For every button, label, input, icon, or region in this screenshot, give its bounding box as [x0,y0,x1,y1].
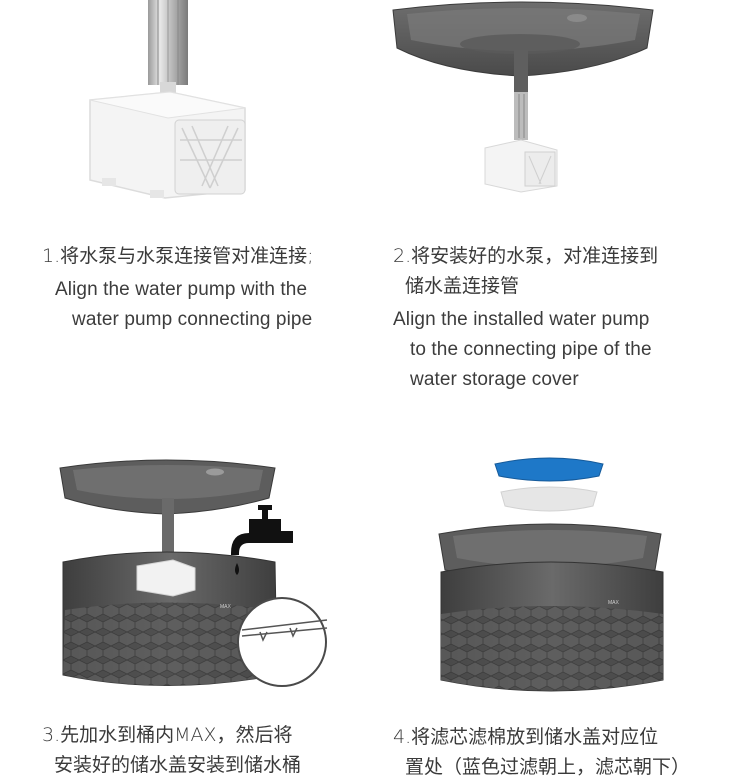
step2-zh-line2: 储水盖连接管 [405,275,520,297]
filter-cartridge [500,486,598,512]
step4-illustration: MAX [435,452,670,700]
pump-grille [174,119,246,195]
water-pump-illustration [89,0,246,199]
step1-en-line1: Align the water pump with the [55,279,308,300]
step3-caption: 3.先加水到桶内MAX，然后将 安装好的储水盖安装到储水桶 [42,720,301,780]
step1-illustration [70,0,270,210]
step1-zh-line1: 1.将水泵与水泵连接管对准连接; [42,245,314,267]
step2-en-line1: Align the installed water pump [393,309,650,330]
step4-zh-line1: 4.将滤芯滤棉放到储水盖对应位 [393,726,659,748]
step2-illustration [385,0,660,200]
step2-en-line3: water storage cover [410,369,579,390]
step2-caption-en: Align the installed water pump to the co… [393,305,652,395]
fill-water-illustration: MAX [59,459,328,687]
step2-zh-line1: 2.将安装好的水泵，对准连接到 [393,245,659,267]
filter-placement-illustration: MAX [438,457,664,692]
blue-filter-cotton [494,457,604,482]
step3-zh-line1: 3.先加水到桶内MAX，然后将 [42,724,293,746]
step3-illustration: MAX [55,450,340,695]
cover-pipe [514,50,528,92]
step1-caption-en: Align the water pump with the water pump… [55,275,312,335]
step4-zh-line2: 置处（蓝色过滤朝上，滤芯朝下） [405,756,691,778]
step1-en-line2: water pump connecting pipe [72,309,313,330]
pump-body [136,559,196,597]
max-mark: MAX [608,600,620,606]
step1-caption: 1.将水泵与水泵连接管对准连接; [42,241,314,271]
step2-caption: 2.将安装好的水泵，对准连接到 储水盖连接管 [393,241,658,301]
step3-zh-line2: 安装好的储水盖安装到储水桶 [54,754,302,776]
faucet-icon [225,503,300,581]
water-drop-icon [235,563,239,575]
step2-en-line2: to the connecting pipe of the [410,339,652,360]
step4-caption: 4.将滤芯滤棉放到储水盖对应位 置处（蓝色过滤朝上，滤芯朝下） [393,722,690,782]
zoom-detail-circle [237,597,327,687]
storage-cover-with-pump-illustration [392,1,654,193]
max-mark: MAX [220,604,232,610]
